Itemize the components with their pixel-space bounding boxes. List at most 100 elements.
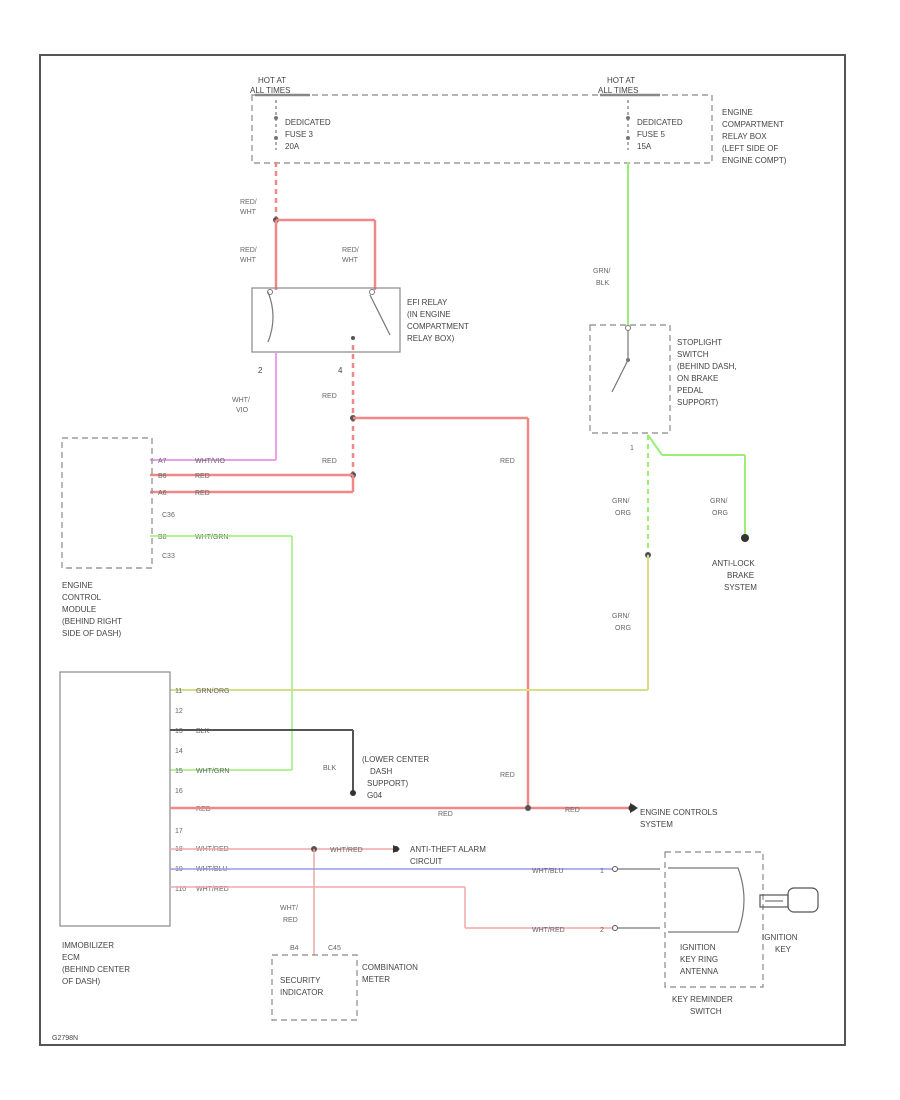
key-ring-l3: ANTENNA <box>680 967 719 976</box>
relay-box-l2: COMPARTMENT <box>722 120 784 129</box>
stoplight-l3: (BEHIND DASH, <box>677 362 737 371</box>
imm-wire-110: WHT/RED <box>196 886 229 893</box>
anti-theft-l2: CIRCUIT <box>410 857 443 866</box>
fuse-left-l3: 20A <box>285 142 300 151</box>
wire-wht-red-l2: RED <box>283 917 298 924</box>
fuse-right-l2: FUSE 5 <box>637 130 666 139</box>
imm-pin-14: 14 <box>175 748 183 755</box>
ignition-key-l1: IGNITION <box>762 933 798 942</box>
ecm-l2: CONTROL <box>62 593 102 602</box>
imm-wire-11: GRN/ORG <box>196 688 229 695</box>
ecm-wire-a7: WHT/VIO <box>195 458 225 465</box>
wire-wht-blu-l1: WHT/BLU <box>532 868 564 875</box>
ecm-l1: ENGINE <box>62 581 93 590</box>
ecm-module: A7 WHT/VIO B6 RED A6 RED C36 B8 WHT/GRN … <box>61 437 228 638</box>
ecm-l5: SIDE OF DASH) <box>62 629 121 638</box>
relay-box-l3: RELAY BOX <box>722 132 767 141</box>
wire-grn-org-l2: ORG <box>615 510 631 517</box>
wire-grn-org-l4: ORG <box>712 510 728 517</box>
wire-wht-vio: WHT/ VIO <box>150 352 277 461</box>
wire-red-wht-l4: WHT <box>240 257 257 264</box>
efi-relay-l3: COMPARTMENT <box>407 322 469 331</box>
stoplight-switch: STOPLIGHT SWITCH (BEHIND DASH, ON BRAKE … <box>589 324 737 452</box>
anti-lock-l3: SYSTEM <box>724 583 757 592</box>
hot-right-l2: ALL TIMES <box>598 86 638 95</box>
ecm-wire-b6: RED <box>195 473 210 480</box>
ecm-pin-a7: A7 <box>158 458 167 465</box>
immobilizer-ecm: 11 GRN/ORG 12 13 BLK 14 WHT/GRN 15 16 RE… <box>59 671 229 986</box>
ecm-pin-b8: B8 <box>158 534 167 541</box>
wire-wht-red-l1: WHT/ <box>280 905 298 912</box>
wire-anti-theft-l1: WHT/RED <box>330 847 363 854</box>
imm-pin-13: 13 <box>175 728 183 735</box>
efi-relay-l4: RELAY BOX) <box>407 334 455 343</box>
stoplight-l1: STOPLIGHT <box>677 338 722 347</box>
hot-right-l1: HOT AT <box>607 76 635 85</box>
wire-red-l2: RED <box>322 458 337 465</box>
ignition-key-l2: KEY <box>775 945 792 954</box>
wire-red-l1: RED <box>322 393 337 400</box>
engine-controls-l2: SYSTEM <box>640 820 673 829</box>
combo-pin-c45: C45 <box>328 945 341 952</box>
wire-grn-org-l1: GRN/ <box>612 498 630 505</box>
key-ring-l1: IGNITION <box>680 943 716 952</box>
imm-pin-17: 17 <box>175 828 183 835</box>
wire-red-l4: RED <box>500 772 515 779</box>
wire-wht-grn <box>150 535 293 771</box>
hot-left-l2: ALL TIMES <box>250 86 290 95</box>
efi-relay: EFI RELAY (IN ENGINE COMPARTMENT RELAY B… <box>251 287 469 375</box>
wire-red-wht-l1: RED/ <box>240 199 257 206</box>
key-reminder-l1: KEY REMINDER <box>672 995 733 1004</box>
wire-red-l3: RED <box>500 458 515 465</box>
wire-blk: BLK (LOWER CENTER DASH SUPPORT) G04 <box>170 729 429 800</box>
relay-box-outline <box>251 94 713 164</box>
imm-wire-13: BLK <box>196 728 210 735</box>
ecm-wire-a6: RED <box>195 490 210 497</box>
key-pin-1: 1 <box>600 868 604 875</box>
stoplight-l4: ON BRAKE <box>677 374 718 383</box>
key-reminder-l2: SWITCH <box>690 1007 722 1016</box>
efi-relay-l1: EFI RELAY <box>407 298 448 307</box>
relay-box-l5: ENGINE COMPT) <box>722 156 787 165</box>
wire-wht-vio-l1: WHT/ <box>232 397 250 404</box>
wire-red-wht: RED/ WHT RED/ WHT RED/ WHT <box>240 162 377 290</box>
imm-pin-15: 15 <box>175 768 183 775</box>
ground-l3: SUPPORT) <box>367 779 409 788</box>
ecm-conn-c33: C33 <box>162 553 175 560</box>
stoplight-l6: SUPPORT) <box>677 398 719 407</box>
anti-theft-l1: ANTI-THEFT ALARM <box>410 845 486 854</box>
combination-meter-l1: COMBINATION <box>362 963 418 972</box>
immobilizer-l3: (BEHIND CENTER <box>62 965 130 974</box>
wire-red-wht-l5: RED/ <box>342 247 359 254</box>
imm-pin-11: 11 <box>175 688 182 695</box>
key-reminder-switch: IGNITION KEY RING ANTENNA KEY REMINDER S… <box>664 851 764 1016</box>
ecm-pin-b6: B6 <box>158 473 167 480</box>
imm-pin-16: 16 <box>175 788 183 795</box>
hot-left-l1: HOT AT <box>258 76 286 85</box>
key-pin-2: 2 <box>600 927 604 934</box>
fuse-right-l3: 15A <box>637 142 652 151</box>
stoplight-l2: SWITCH <box>677 350 709 359</box>
relay-box-l4: (LEFT SIDE OF <box>722 144 778 153</box>
ecm-l4: (BEHIND RIGHT <box>62 617 122 626</box>
imm-pin-12: 12 <box>175 708 183 715</box>
relay-box-label: ENGINE COMPARTMENT RELAY BOX (LEFT SIDE … <box>722 108 787 165</box>
fuse-left-l2: FUSE 3 <box>285 130 314 139</box>
wire-grn-blk: GRN/ BLK <box>593 162 629 325</box>
ignition-key-icon: IGNITION KEY <box>759 887 819 954</box>
wire-red-wht-l3: RED/ <box>240 247 257 254</box>
wire-red-wht-l6: WHT <box>342 257 359 264</box>
anti-lock-l1: ANTI-LOCK <box>712 559 755 568</box>
wire-wht-vio-l2: VIO <box>236 407 249 414</box>
ecm-conn-c36: C36 <box>162 512 175 519</box>
immobilizer-l2: ECM <box>62 953 80 962</box>
wire-grn-org: GRN/ ORG GRN/ ORG GRN/ ORG ANTI-LOCK BRA… <box>170 434 757 691</box>
ecm-wire-b8: WHT/GRN <box>195 534 228 541</box>
ground-l2: DASH <box>370 767 392 776</box>
wire-red-wht-l2: WHT <box>240 209 257 216</box>
wire-grn-blk-l1: GRN/ <box>593 268 611 275</box>
fuse-left-l1: DEDICATED <box>285 118 331 127</box>
wire-wht-blu: WHT/BLU 1 <box>170 866 660 875</box>
ecm-pin-a6: A6 <box>158 490 167 497</box>
